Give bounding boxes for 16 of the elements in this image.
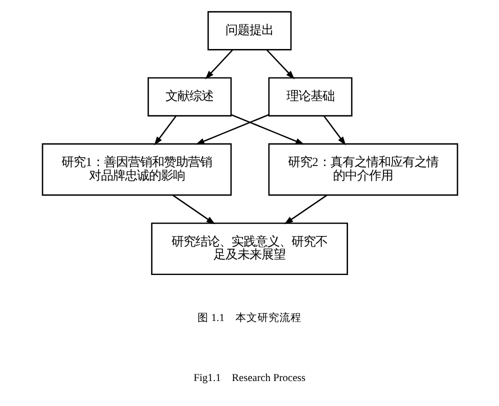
label: 图 1.1 本文研究流程 <box>197 313 301 324</box>
node-box: 问题提出 <box>207 11 292 50</box>
arrow <box>266 49 294 80</box>
node-box: 文献综述 <box>147 77 232 116</box>
node-box: 研究结论、实践意义、研究不足及未来展望 <box>150 222 348 276</box>
arrow <box>172 194 215 224</box>
arrow <box>195 114 269 145</box>
arrow <box>204 49 233 80</box>
arrow <box>154 116 176 146</box>
arrow <box>322 116 346 146</box>
arrow <box>284 194 327 224</box>
label: Fig1.1 Research Process <box>193 373 306 384</box>
arrow <box>230 114 304 145</box>
node-box: 理论基础 <box>268 77 352 116</box>
node-box: 研究1：善因营销和赞助营销对品牌忠诚的影响 <box>41 143 232 196</box>
node-box: 研究2：真有之情和应有之情的中介作用 <box>268 143 458 196</box>
